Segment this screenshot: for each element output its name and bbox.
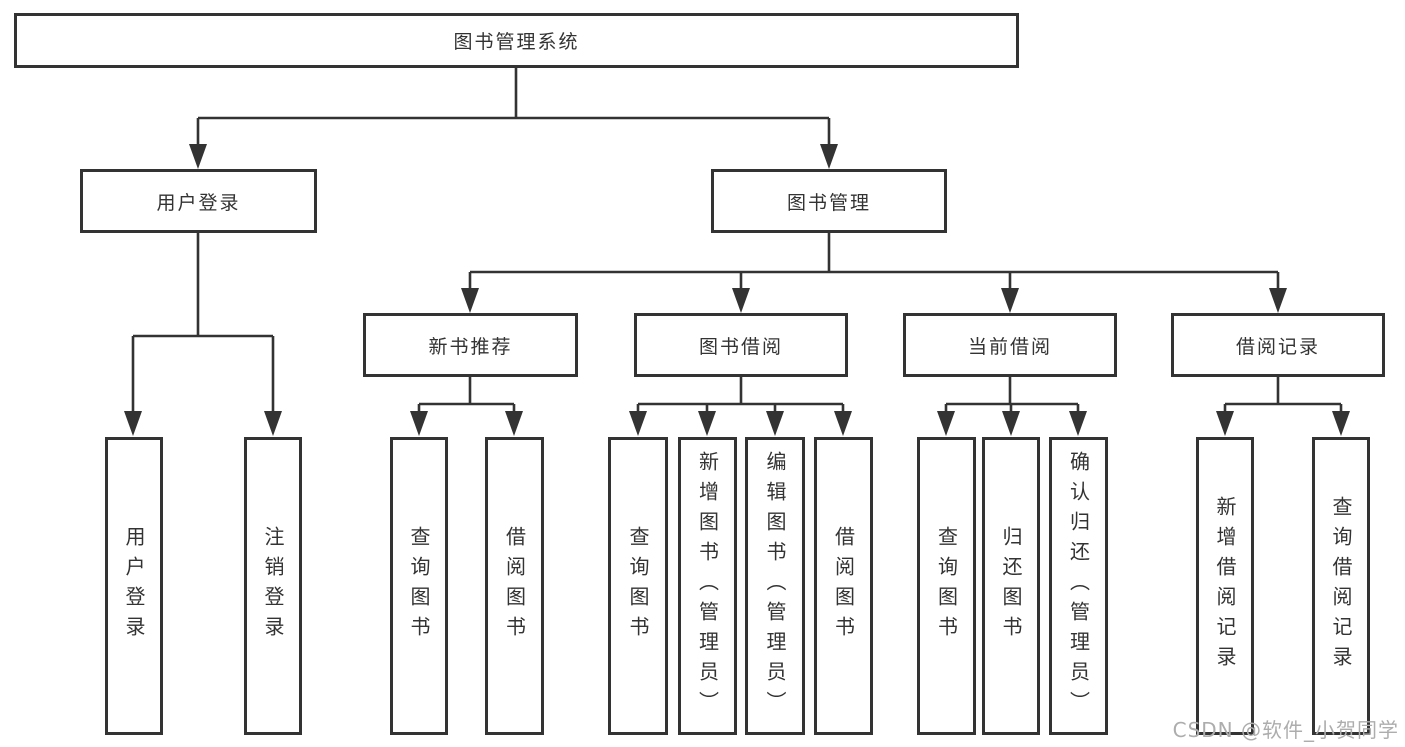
- leaf-newbook-borrow-book: 借阅图书: [485, 437, 544, 735]
- leaf-record-query-borrow-record: 查询借阅记录: [1312, 437, 1370, 735]
- node-label: 当前借阅: [967, 335, 1052, 358]
- leaf-current-query-book: 查询图书: [917, 437, 976, 735]
- node-label: 用户登录: [122, 526, 146, 646]
- node-borrow-record: 借阅记录: [1171, 313, 1385, 377]
- leaf-current-confirm-return-admin: 确认归还（管理员）: [1049, 437, 1108, 735]
- node-user-login: 用户登录: [80, 169, 317, 233]
- node-library-management-system: 图书管理系统: [14, 13, 1019, 68]
- node-label: 图书管理: [786, 191, 871, 214]
- node-label: 新增借阅记录: [1213, 496, 1237, 676]
- leaf-logout: 注销登录: [244, 437, 302, 735]
- leaf-newbook-query-book: 查询图书: [390, 437, 448, 735]
- node-book-borrow: 图书借阅: [634, 313, 848, 377]
- node-label: 借阅图书: [502, 526, 527, 646]
- node-label: 新书推荐: [428, 335, 513, 358]
- leaf-record-add-borrow-record: 新增借阅记录: [1196, 437, 1254, 735]
- node-label: 借阅记录: [1235, 335, 1320, 358]
- node-label: 用户登录: [156, 191, 241, 214]
- node-label: 编辑图书（管理员）: [763, 451, 787, 721]
- node-label: 确认归还（管理员）: [1066, 451, 1091, 721]
- leaf-borrow-add-book-admin: 新增图书（管理员）: [678, 437, 737, 735]
- node-new-book-recommend: 新书推荐: [363, 313, 578, 377]
- leaf-borrow-borrow-book: 借阅图书: [814, 437, 873, 735]
- node-current-borrow: 当前借阅: [903, 313, 1117, 377]
- node-label: 新增图书（管理员）: [695, 451, 720, 721]
- node-book-management: 图书管理: [711, 169, 947, 233]
- node-label: 借阅图书: [831, 526, 856, 646]
- node-label: 查询图书: [934, 526, 959, 646]
- node-label: 查询图书: [626, 526, 650, 646]
- leaf-borrow-query-book: 查询图书: [608, 437, 668, 735]
- leaf-current-return-book: 归还图书: [982, 437, 1040, 735]
- node-label: 查询图书: [407, 526, 431, 646]
- node-label: 归还图书: [999, 526, 1023, 646]
- csdn-watermark: CSDN @软件_小贺同学: [1172, 718, 1399, 742]
- node-label: 查询借阅记录: [1329, 496, 1353, 676]
- node-label: 图书借阅: [698, 335, 783, 358]
- node-label: 注销登录: [261, 526, 285, 646]
- leaf-user-login: 用户登录: [105, 437, 163, 735]
- leaf-borrow-edit-book-admin: 编辑图书（管理员）: [745, 437, 805, 735]
- node-label: 图书管理系统: [453, 31, 580, 53]
